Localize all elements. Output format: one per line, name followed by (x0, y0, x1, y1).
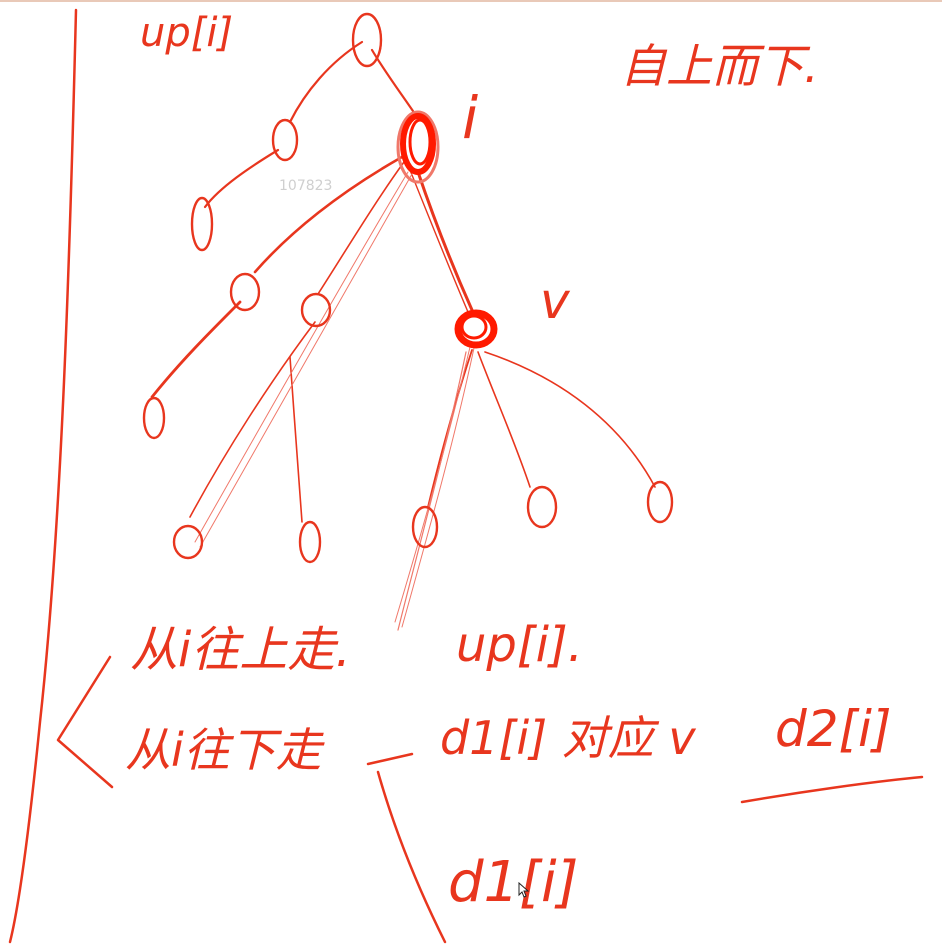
node-left (271, 118, 299, 162)
left-bracket (56, 655, 114, 789)
edge-v-leaf3 (484, 351, 656, 488)
node-c1-leaf (142, 396, 166, 440)
node-c2 (300, 292, 332, 328)
underline-d2 (740, 775, 924, 804)
edge-v-tail (397, 351, 467, 631)
label-node-v: v (540, 272, 570, 330)
node-v-leaf1 (411, 505, 439, 549)
node-v-leaf3 (646, 480, 674, 524)
node-i-inner (408, 118, 432, 166)
edge-i-v-2 (409, 169, 469, 313)
text-up-i-2: up[i]. (456, 617, 583, 673)
sketch-4 (401, 347, 475, 628)
edge-v-leaf2 (477, 351, 531, 488)
edge-root-left (288, 40, 364, 124)
edge-c2-leaf-a (189, 321, 316, 518)
edge-left-leftleft (203, 148, 280, 209)
edge-i-v (416, 170, 474, 312)
label-up-i: up[i] (140, 10, 234, 56)
sketch-3 (394, 346, 471, 623)
node-c2-leaf-b (298, 520, 322, 564)
edge-i-c1 (253, 155, 404, 274)
text-from-i-down: 从i往下走 (125, 723, 322, 777)
node-v-leaf2 (526, 485, 558, 529)
label-node-i: i (462, 84, 479, 152)
highlighted-nodes (396, 110, 498, 349)
text-from-i-up: 从i往上走. (130, 622, 351, 678)
connector-down (376, 770, 447, 944)
node-i (400, 113, 436, 175)
sketch-2 (199, 173, 413, 548)
text-d2-i: d2[i] (775, 700, 892, 758)
connector-to-d1 (366, 752, 414, 766)
label-top-down: 自上而下. (620, 39, 819, 93)
node-c1 (229, 272, 261, 312)
node-c2-leaf-a (172, 524, 204, 560)
edge-c1-leaf (150, 300, 242, 399)
text-d1-i-bottom: d1[i] (448, 850, 579, 915)
bracket-lines (56, 655, 924, 944)
mouse-pointer-icon (518, 882, 530, 898)
edge-i-c2 (317, 161, 405, 295)
tree-edges (150, 40, 656, 631)
edge-c2-leaf-b (289, 356, 303, 523)
node-root (351, 12, 383, 68)
tree-nodes (142, 12, 674, 564)
margin-line (8, 8, 78, 944)
sketch-1 (194, 171, 409, 543)
text-d1-corresponds-v: d1[i] 对应 v (440, 711, 696, 765)
watermark: 107823 (279, 178, 333, 194)
node-i-outer (396, 110, 440, 184)
node-v-inner (460, 314, 488, 340)
edge-root-i (370, 48, 417, 116)
sketch-strokes (194, 171, 475, 628)
node-leftleft (190, 196, 214, 252)
node-v (454, 309, 498, 349)
